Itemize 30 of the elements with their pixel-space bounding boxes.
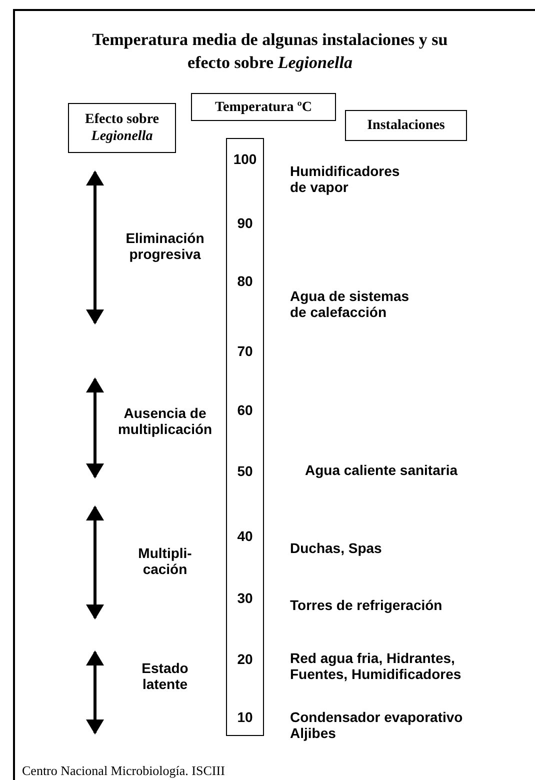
header-text: Efecto sobre Legionella [84,111,160,145]
scale-value: 50 [236,463,254,479]
scale-value: 60 [236,402,254,418]
scale-value: 20 [236,651,254,667]
scale-value: 30 [236,590,254,606]
scale-value: 10 [236,709,254,725]
header-box [191,93,336,121]
installation-label: Humidificadores de vapor [290,163,401,195]
header-text: Temperatura ºC [214,98,312,116]
scale-value: 40 [236,528,254,544]
effect-label: Ausencia de multiplicación [116,405,214,437]
installation-label: Agua de sistemas de calefacción [290,288,410,320]
scale-value: 90 [236,215,254,231]
installation-label: Duchas, Spas [290,540,383,556]
scale-value: 70 [236,343,254,359]
installation-label: Red agua fria, Hidrantes, Fuentes, Humidificadores [290,650,462,682]
installation-label: Condensador evaporativo Aljibes [290,709,464,741]
scale-value: 100 [232,151,258,167]
header-box [68,103,176,153]
installation-label: Torres de refrigeración [290,597,444,613]
scale-value: 80 [236,273,254,289]
temperature-scale [226,138,264,736]
installation-label: Agua caliente sanitaria [305,462,459,478]
effect-label: Multipli- cación [137,545,193,577]
effect-label: Eliminación progresiva [124,230,206,262]
header-text: Instalaciones [367,117,445,134]
title: Temperatura media de algunas instalaciones y su efecto sobre Legionella [91,29,449,74]
effect-label: Estado latente [140,660,190,692]
caption: Centro Nacional Microbiología. ISCIII [22,763,225,778]
header-box [345,110,467,141]
